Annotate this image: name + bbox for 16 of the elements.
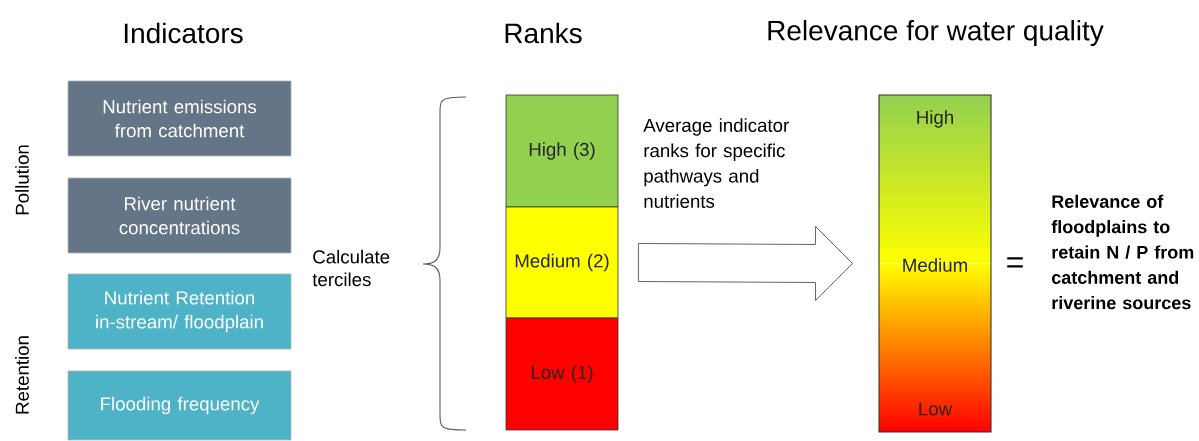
indicator-box: Nutrient emissions from catchment [67,80,292,157]
block-arrow [637,226,853,301]
step-label: Calculate terciles [312,249,390,287]
column-heading: Indicators [124,22,243,44]
indicator-box: River nutrient concentrations [67,177,292,254]
result-text: Relevance of floodplains to retain N / P from catchment and riverine sources [1051,194,1194,310]
rank-segment: Medium (2) [505,206,619,319]
group-label: Retention [15,336,29,414]
column-heading: Relevance for water quality [768,19,1104,47]
rank-segment: Low (1) [505,317,619,431]
indicator-box: Flooding frequency [67,370,292,441]
column-heading: Ranks [505,22,582,44]
group-label: Pollution [15,145,29,215]
rank-segment: High (3) [505,94,619,208]
indicator-box: Nutrient Retention in-stream/ floodplain [67,273,292,350]
edge-label: Average indicator ranks for specific pathways and nutrients [643,118,789,208]
